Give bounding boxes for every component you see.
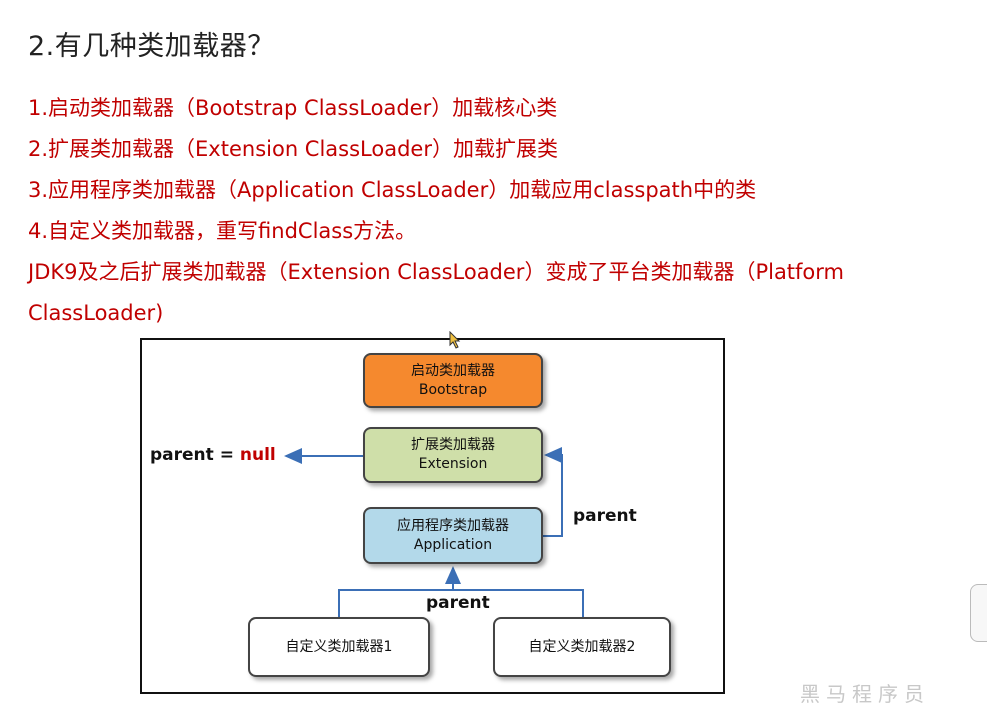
- parent-label-right: parent: [573, 506, 637, 526]
- list-item: 2.扩展类加载器（Extension ClassLoader）加载扩展类: [28, 137, 558, 161]
- bootstrap-en-label: Bootstrap: [418, 381, 488, 398]
- application-parent-arrow: [543, 447, 563, 537]
- extension-loader-node: 扩展类加载器 Extension: [363, 427, 543, 483]
- bootstrap-loader-node: 启动类加载器 Bootstrap: [363, 353, 543, 408]
- diagram-frame: [140, 338, 725, 694]
- side-panel-tab[interactable]: [970, 584, 987, 642]
- extension-en-label: Extension: [418, 456, 488, 472]
- watermark: 黑马程序员: [800, 682, 930, 706]
- custom-loader-2-label: 自定义类加载器2: [528, 638, 636, 655]
- list-item: 4.自定义类加载器，重写findClass方法。: [28, 219, 417, 243]
- loader-list: 1.启动类加载器（Bootstrap ClassLoader）加载核心类 2.扩…: [28, 88, 948, 334]
- application-loader-node: 应用程序类加载器 Application: [363, 507, 543, 564]
- custom-loader-2-node: 自定义类加载器2: [493, 617, 671, 677]
- list-item: 3.应用程序类加载器（Application ClassLoader）加载应用c…: [28, 178, 757, 202]
- mouse-cursor-icon: [449, 331, 461, 349]
- null-value: null: [239, 445, 276, 465]
- parent-null-label: parent = null: [150, 445, 276, 465]
- custom-loader-1-label: 自定义类加载器1: [285, 638, 393, 655]
- parent-null-prefix: parent =: [150, 445, 240, 465]
- list-item: JDK9及之后扩展类加载器（Extension ClassLoader）变成了平…: [28, 260, 845, 284]
- custom-loader-1-node: 自定义类加载器1: [248, 617, 430, 677]
- bootstrap-cn-label: 启动类加载器: [411, 362, 495, 379]
- slide-title: 2.有几种类加载器？: [28, 31, 275, 62]
- custom1-connector: [338, 589, 584, 617]
- application-cn-label: 应用程序类加载器: [397, 517, 509, 534]
- list-item: 1.启动类加载器（Bootstrap ClassLoader）加载核心类: [28, 96, 558, 120]
- list-item: ClassLoader): [28, 301, 164, 325]
- extension-cn-label: 扩展类加载器: [411, 437, 495, 453]
- application-en-label: Application: [413, 536, 493, 553]
- parent-label-bottom: parent: [426, 593, 490, 613]
